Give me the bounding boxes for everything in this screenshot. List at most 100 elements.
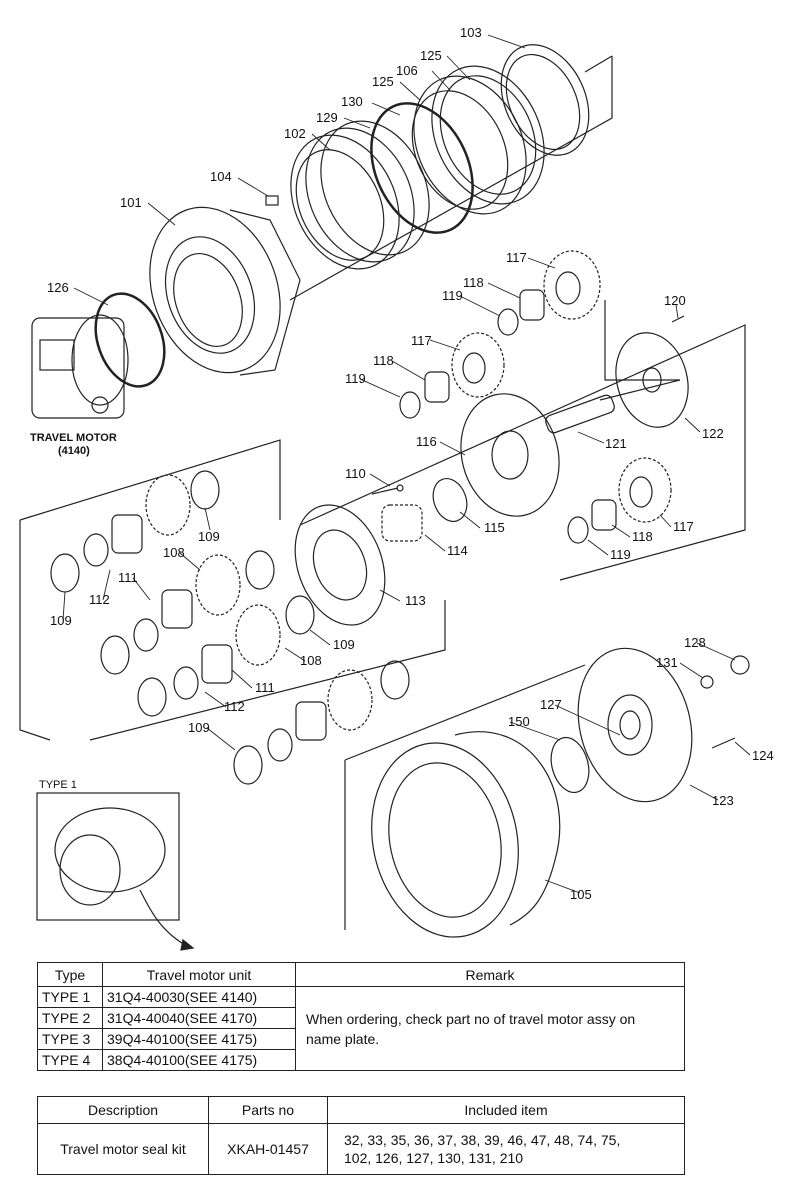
- seal-kit-table: Description Parts no Included item Trave…: [37, 1096, 685, 1175]
- type-cell: TYPE 3: [37, 1028, 103, 1050]
- part-108-planet-gears: [145, 474, 373, 731]
- callout-117: 117: [673, 519, 694, 534]
- callout-labels: 103 125 106 125 130 129 102 104 101 126 …: [30, 25, 774, 902]
- callout-150: 150: [508, 714, 530, 729]
- part-119-spacer-lower: [567, 516, 589, 544]
- callout-118: 118: [463, 275, 484, 290]
- callout-113: 113: [405, 593, 426, 608]
- part-116-carrier: [460, 393, 560, 517]
- group-outline-planet: [19, 439, 446, 741]
- callout-125: 125: [372, 74, 394, 89]
- callout-128: 128: [684, 635, 706, 650]
- part-105-housing: [371, 731, 561, 938]
- travel-motor-assembly: [31, 314, 129, 419]
- callout-125: 125: [420, 48, 442, 63]
- callout-120: 120: [664, 293, 686, 308]
- part-122-thrust-plate: [615, 332, 689, 428]
- part-150-ring: [550, 736, 590, 794]
- part-117-planet-gear-lower: [618, 457, 672, 523]
- callout-102: 102: [284, 126, 306, 141]
- group-outline-carrier: [299, 300, 746, 581]
- callout-103: 103: [460, 25, 482, 40]
- type1-inset-box: [36, 792, 195, 951]
- callout-112: 112: [89, 592, 110, 607]
- header-travel-motor-unit: Travel motor unit: [102, 962, 296, 987]
- table-row: TYPE 1 31Q4-40030(SEE 4140) When orderin…: [37, 986, 685, 1071]
- callout-109: 109: [198, 529, 220, 544]
- table-row: Travel motor seal kit XKAH-01457 32, 33,…: [37, 1123, 685, 1175]
- part-124-bolt: [711, 737, 736, 749]
- callout-124: 124: [752, 748, 774, 763]
- part-104-plug: [265, 195, 279, 206]
- callout-106: 106: [396, 63, 418, 78]
- included-items-line-2: 102, 126, 127, 130, 131, 210: [344, 1150, 524, 1166]
- callout-108: 108: [300, 653, 322, 668]
- travel-motor-ref-caption: (4140): [58, 445, 90, 457]
- part-118-needle-bearing-lower: [591, 499, 617, 531]
- callout-119: 119: [442, 288, 463, 303]
- part-119-spacer-mid: [399, 391, 421, 419]
- callout-131: 131: [656, 655, 678, 670]
- part-114-sun-gear: [381, 504, 423, 542]
- table-row: TYPE 2 31Q4-40040(SEE 4170): [37, 1007, 685, 1029]
- callout-129: 129: [316, 110, 338, 125]
- callout-123: 123: [712, 793, 734, 808]
- remark-cell: When ordering, check part no of travel m…: [295, 986, 685, 1071]
- callout-110: 110: [345, 466, 366, 481]
- part-121-sun-gear-shaft: [545, 394, 615, 434]
- header-description: Description: [37, 1096, 209, 1124]
- part-111-needle-bearings: [111, 514, 327, 741]
- part-131-oring: [700, 675, 714, 689]
- table-header-row: Type Travel motor unit Remark: [37, 962, 685, 987]
- callout-117: 117: [411, 333, 432, 348]
- callout-116: 116: [416, 434, 437, 449]
- part-126-oring: [94, 292, 166, 388]
- type-cell: TYPE 2: [37, 1007, 103, 1029]
- travel-motor-type-table: Type Travel motor unit Remark TYPE 1 31Q…: [37, 962, 685, 1071]
- header-remark: Remark: [295, 962, 685, 987]
- callout-126: 126: [47, 280, 69, 295]
- part-118-needle-bearing-upper: [519, 289, 545, 321]
- type-cell: TYPE 1: [37, 986, 103, 1008]
- part-117-planet-gear-mid: [451, 332, 505, 398]
- callout-104: 104: [210, 169, 232, 184]
- callout-119: 119: [345, 371, 366, 386]
- unit-cell: 39Q4-40100(SEE 4175): [102, 1028, 296, 1050]
- unit-cell: 31Q4-40040(SEE 4170): [102, 1007, 296, 1029]
- callout-111: 111: [118, 570, 138, 585]
- leader-lines: [62, 34, 751, 894]
- table-row: TYPE 3 39Q4-40100(SEE 4175): [37, 1028, 685, 1050]
- callout-109: 109: [50, 613, 72, 628]
- part-119-spacer-upper: [497, 308, 519, 336]
- group-outline-upper: [289, 55, 613, 301]
- part-113-carrier-plate: [294, 504, 386, 626]
- callout-122: 122: [702, 426, 724, 441]
- callout-115: 115: [484, 520, 505, 535]
- callout-117: 117: [506, 250, 527, 265]
- part-130-oring: [370, 102, 474, 234]
- included-items-cell: 32, 33, 35, 36, 37, 38, 39, 46, 47, 48, …: [327, 1123, 685, 1175]
- part-110-bolt: [371, 484, 404, 495]
- callout-108: 108: [163, 545, 185, 560]
- exploded-parts-diagram: 103 125 106 125 130 129 102 104 101 126 …: [19, 25, 774, 951]
- callout-105: 105: [570, 887, 592, 902]
- description-cell: Travel motor seal kit: [37, 1123, 209, 1175]
- included-items-line-1: 32, 33, 35, 36, 37, 38, 39, 46, 47, 48, …: [344, 1132, 621, 1148]
- callout-118: 118: [632, 529, 653, 544]
- part-102-floating-seal: [290, 120, 430, 270]
- callout-121: 121: [605, 436, 627, 451]
- callout-112: 112: [224, 699, 245, 714]
- table-header-row: Description Parts no Included item: [37, 1096, 685, 1124]
- callout-118: 118: [373, 353, 394, 368]
- callout-101: 101: [120, 195, 142, 210]
- unit-cell: 31Q4-40030(SEE 4140): [102, 986, 296, 1008]
- callout-119: 119: [610, 547, 631, 562]
- group-outline-housing: [344, 664, 586, 930]
- callout-130: 130: [341, 94, 363, 109]
- part-118-needle-bearing-mid: [424, 371, 450, 403]
- callout-127: 127: [540, 697, 562, 712]
- part-120-pin: [671, 315, 685, 323]
- type1-inset-caption: TYPE 1: [39, 779, 77, 791]
- part-123-cover: [577, 647, 693, 803]
- unit-cell: 38Q4-40100(SEE 4175): [102, 1049, 296, 1071]
